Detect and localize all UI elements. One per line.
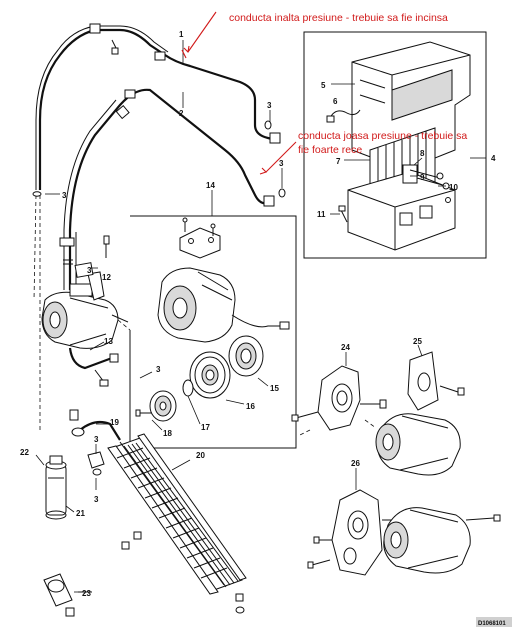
- o-ring: [32, 191, 42, 197]
- callout-16: 16: [246, 402, 255, 411]
- callout-3: 3: [279, 159, 284, 168]
- callout-numbers: 1 2 3 3 3 3 3 3 3 4 5 6 7 8 9 10 11 12 1…: [20, 30, 496, 598]
- callout-3: 3: [62, 191, 67, 200]
- callout-20: 20: [196, 451, 205, 460]
- low-pressure-pipe: [59, 88, 275, 290]
- callout-3: 3: [267, 101, 272, 110]
- callout-3: 3: [94, 435, 99, 444]
- drawing-code-box: [476, 617, 512, 627]
- o-ring: [264, 120, 272, 130]
- callout-6: 6: [333, 97, 338, 106]
- callout-14: 14: [206, 181, 215, 190]
- callout-10: 10: [449, 183, 458, 192]
- callout-24: 24: [341, 343, 350, 352]
- callout-9: 9: [420, 173, 425, 182]
- callout-18: 18: [163, 429, 172, 438]
- callout-17: 17: [201, 423, 210, 432]
- callout-4: 4: [491, 154, 496, 163]
- drawing-code: D1068101: [478, 621, 506, 627]
- compressor-lower-right: [383, 507, 501, 574]
- expansion-valve: [402, 164, 418, 184]
- pipe-clamp: [89, 23, 101, 34]
- low-pressure-note-line2: fie foarte rece: [298, 144, 362, 156]
- callout-19: 19: [110, 418, 119, 427]
- callout-8: 8: [420, 149, 425, 158]
- bracket-25: [407, 351, 465, 411]
- compressor-upper-right: [375, 413, 461, 476]
- callout-7: 7: [336, 157, 341, 166]
- pipe-fitting-low: [263, 195, 275, 207]
- callout-23: 23: [82, 589, 91, 598]
- callout-3: 3: [87, 266, 92, 275]
- o-ring: [278, 188, 286, 198]
- evaporator-frame: [303, 31, 487, 259]
- callout-22: 22: [20, 448, 29, 457]
- callout-12: 12: [102, 273, 111, 282]
- callout-2: 2: [179, 109, 184, 118]
- condenser-pipe: [79, 420, 121, 441]
- callout-5: 5: [321, 81, 326, 90]
- condenser: [107, 433, 247, 614]
- bracket-24: [291, 365, 387, 431]
- high-pressure-pipe: [35, 23, 281, 190]
- compressor-detail-group: [129, 215, 297, 449]
- callout-3: 3: [156, 365, 161, 374]
- callout-25: 25: [413, 337, 422, 346]
- pipe-joint-low: [115, 105, 130, 120]
- pipe-joint: [154, 51, 166, 61]
- callout-3: 3: [94, 495, 99, 504]
- evaporator-box-group: [303, 31, 487, 259]
- compressor-assembled: [41, 271, 131, 387]
- callout-26: 26: [351, 459, 360, 468]
- high-pressure-note: conducta inalta presiune - trebuie sa fi…: [229, 12, 448, 24]
- callout-15: 15: [270, 384, 279, 393]
- callout-1: 1: [179, 30, 184, 39]
- pipe-fitting: [269, 132, 281, 144]
- red-annotations: conducta inalta presiune - trebuie sa fi…: [181, 11, 467, 175]
- callout-11: 11: [317, 210, 326, 219]
- callout-13: 13: [104, 337, 113, 346]
- leader-lines: [35, 40, 486, 593]
- bracket-26: [307, 489, 396, 576]
- pipe-sleeve: [59, 237, 75, 247]
- low-pressure-note-line1: conducta joasa presiune - trebuie sa: [298, 130, 467, 142]
- receiver-drier: [45, 455, 67, 520]
- callout-21: 21: [76, 509, 85, 518]
